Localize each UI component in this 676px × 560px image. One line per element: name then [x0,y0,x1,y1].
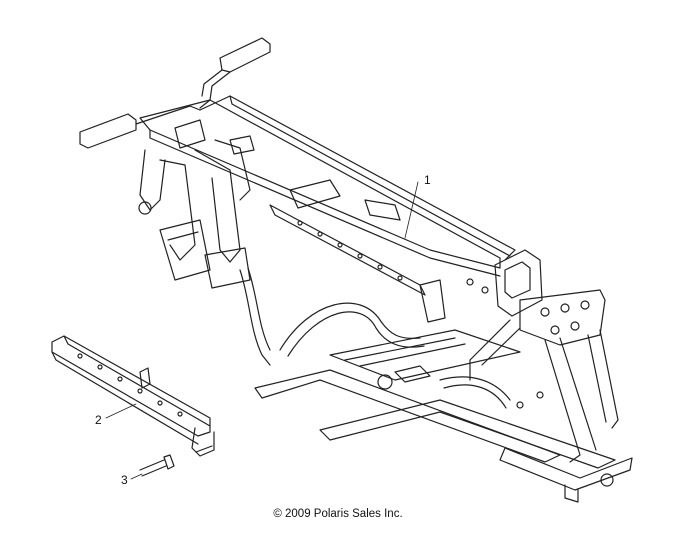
callout-label-crossmember: 2 [95,413,102,427]
main-frame-part [79,37,633,503]
leader-lines [105,181,419,480]
crossmember-part [51,335,215,457]
leader-line-2 [105,403,137,419]
leader-line-3 [130,473,143,480]
copyright-notice: © 2009 Polaris Sales Inc. [273,508,403,520]
callout-label-frame: 1 [424,173,431,187]
callout-label-bolt: 3 [121,473,128,487]
leader-line-1 [404,181,419,239]
bolt-part [139,454,175,477]
